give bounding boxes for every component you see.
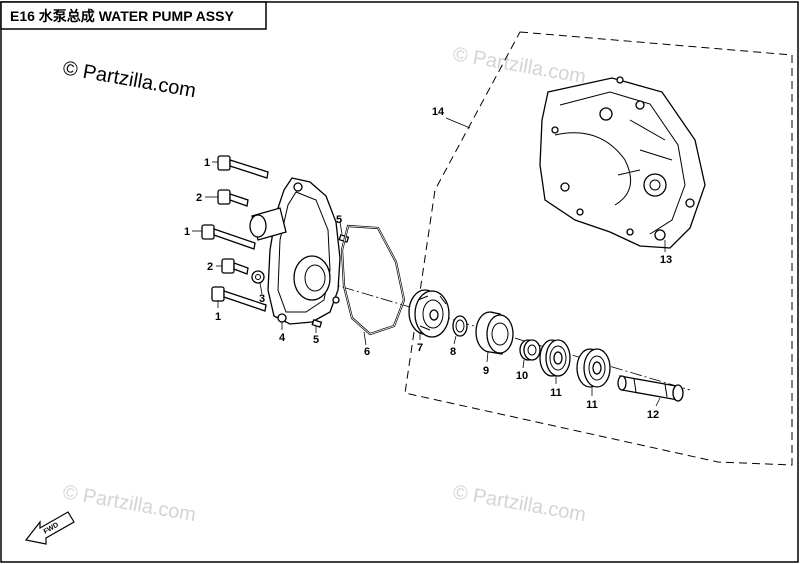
callout-2: 2: [207, 261, 213, 273]
o-ring-8: [452, 315, 468, 345]
callout-6: 6: [364, 346, 370, 358]
callout-14: 14: [432, 106, 445, 118]
callout-11: 11: [586, 399, 598, 411]
pump-shaft-12: [617, 375, 684, 407]
assembly-outline: [404, 31, 793, 466]
callout-1: 1: [215, 311, 221, 323]
callout-11: 11: [550, 387, 562, 399]
forward-arrow-icon: FWD: [24, 511, 75, 545]
callout-12: 12: [647, 409, 659, 421]
watermark-faint: © Partzilla.com: [451, 43, 588, 88]
watermark-faint: © Partzilla.com: [451, 481, 588, 526]
bearing-11-first: [539, 339, 571, 384]
callout-10: 10: [516, 370, 528, 382]
impeller-7: [408, 289, 450, 340]
bearing-11-second: [576, 348, 611, 396]
watermark-main: © Partzilla.com: [61, 57, 198, 102]
crankcase-cover: [539, 76, 706, 249]
water-pump-cover: [249, 177, 341, 330]
callout-13: 13: [660, 254, 672, 266]
callout-8: 8: [450, 346, 456, 358]
bolt-2-top: [205, 189, 249, 207]
bolt-2-middle: [216, 258, 249, 275]
mechanical-seal-9: [475, 311, 514, 363]
dowel-pin-5-lower: [311, 319, 323, 333]
watermark-faint: © Partzilla.com: [61, 481, 198, 526]
callout-5: 5: [313, 334, 319, 346]
leader-14: [445, 117, 471, 129]
diagram-title: E16 水泵总成 WATER PUMP ASSY: [10, 8, 234, 24]
callout-4: 4: [279, 332, 286, 344]
callout-7: 7: [417, 342, 423, 354]
callout-3: 3: [259, 293, 265, 305]
title-box: E16 水泵总成 WATER PUMP ASSY: [0, 1, 267, 30]
callout-5: 5: [336, 214, 342, 226]
callout-1: 1: [184, 226, 190, 238]
bolt-1-middle: [192, 224, 256, 250]
oil-seal-10: [519, 339, 541, 369]
bolt-1-top: [212, 155, 269, 179]
callout-9: 9: [483, 365, 489, 377]
gasket-6: [340, 224, 406, 346]
callout-1: 1: [204, 157, 210, 169]
callout-2: 2: [196, 192, 202, 204]
callout-labels: 1 2 1 2 1 3 4 5 5 6 7 8 9 10 11 11 12 13…: [184, 106, 672, 421]
bolt-1-bottom: [211, 286, 267, 312]
washer-3: [251, 270, 265, 295]
